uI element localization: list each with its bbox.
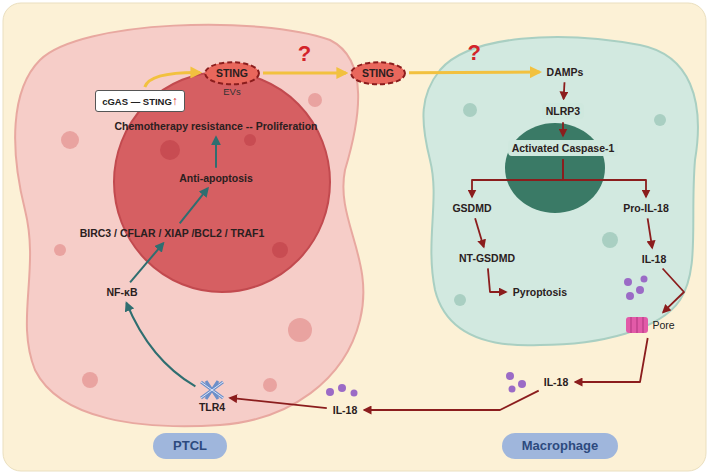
node-text: Anti-apoptosis xyxy=(179,172,253,185)
macrophage-cell xyxy=(423,37,697,345)
process-label: Activated Caspase-1 xyxy=(508,140,619,157)
pore: Pore xyxy=(625,315,674,335)
connector xyxy=(263,72,346,75)
ptcl-cell xyxy=(15,25,363,426)
node-text: ↑ xyxy=(172,94,178,108)
node-text: DAMPs xyxy=(547,66,584,79)
process-label: Anti-apoptosis xyxy=(176,171,256,186)
process-label: GSDMD xyxy=(449,201,494,216)
process-label: Pyroptosis xyxy=(510,285,570,300)
connector xyxy=(215,137,217,167)
node-text: TLR4 xyxy=(198,401,226,414)
node-text: STING xyxy=(362,67,394,80)
process-label: IL-18 xyxy=(330,403,361,418)
process-label: IL-18 xyxy=(639,252,670,267)
edge-label: ? xyxy=(298,41,311,67)
process-label: NF-κB xyxy=(104,285,141,300)
node-text: Macrophage xyxy=(522,438,599,454)
connector xyxy=(575,338,647,382)
node-text: IL-18 xyxy=(642,253,667,266)
connector xyxy=(562,122,564,135)
connector xyxy=(127,303,196,386)
connector xyxy=(364,391,538,410)
process-label: Pro-IL-18 xyxy=(620,201,672,216)
node-text: cGAS — STING xyxy=(102,96,172,107)
node-text: EVs xyxy=(223,86,240,97)
node-text: IL-18 xyxy=(544,376,569,389)
connector xyxy=(472,159,563,196)
pore-icon xyxy=(625,315,649,335)
receptor-shape xyxy=(201,382,223,398)
node-text: STING xyxy=(216,67,248,80)
node-text: Pore xyxy=(652,319,674,332)
cell-label: Macrophage xyxy=(502,433,619,459)
node-text: NLRP3 xyxy=(546,105,580,118)
vesicle: STINGEVs xyxy=(204,61,260,86)
vesicle: STING xyxy=(350,61,406,86)
macrophage-nucleus xyxy=(505,123,605,213)
tlr4-icon xyxy=(198,379,226,401)
node-text: IL-18 xyxy=(333,404,358,417)
vesicle-shape xyxy=(205,62,259,84)
il18-dots xyxy=(326,276,648,397)
node-text: NT-GSDMD xyxy=(459,252,515,265)
connector xyxy=(563,159,646,196)
node-text: Chemotherapy resistance -- Proliferation xyxy=(114,120,317,133)
process-label: NT-GSDMD xyxy=(456,251,518,266)
connector xyxy=(145,73,200,87)
node-text: BIRC3 / CFLAR / XIAP /BCL2 / TRAF1 xyxy=(80,227,265,240)
process-label: BIRC3 / CFLAR / XIAP /BCL2 / TRAF1 xyxy=(77,226,268,241)
receptor: TLR4 xyxy=(198,379,226,414)
process-label: DAMPs xyxy=(544,65,587,80)
pore-shape xyxy=(626,317,648,333)
connector xyxy=(130,243,163,282)
edge-label: ? xyxy=(468,40,481,66)
node-text: PTCL xyxy=(173,438,207,454)
vesicle-shape xyxy=(351,62,405,84)
connector xyxy=(648,218,653,248)
receptor-shape xyxy=(201,381,223,399)
node-text: Pro-IL-18 xyxy=(623,202,669,215)
node-text: Pyroptosis xyxy=(513,286,567,299)
cell-label: PTCL xyxy=(153,433,227,459)
process-label: NLRP3 xyxy=(542,103,584,120)
connector xyxy=(230,398,327,408)
background-panel xyxy=(3,3,706,471)
process-label: IL-18 xyxy=(541,375,572,390)
cytoplasm-dots xyxy=(54,93,322,392)
connector xyxy=(663,269,684,313)
connector xyxy=(488,268,506,292)
node-text: Activated Caspase-1 xyxy=(512,142,615,155)
node-text: GSDMD xyxy=(452,202,491,215)
connector xyxy=(180,188,208,223)
connector xyxy=(475,218,484,247)
pore-shape xyxy=(631,317,643,333)
process-label: Chemotherapy resistance -- Proliferation xyxy=(111,119,320,134)
node-text: NF-κB xyxy=(107,286,138,299)
connector xyxy=(563,82,566,98)
process-box: cGAS — STING↑ xyxy=(95,90,185,112)
connector xyxy=(409,71,540,75)
